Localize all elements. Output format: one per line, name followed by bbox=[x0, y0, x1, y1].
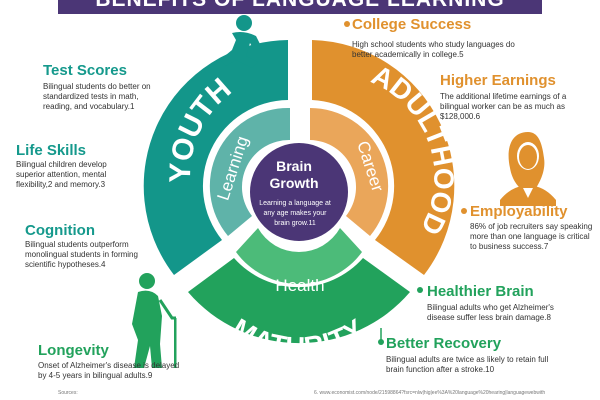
employability-heading: Employability bbox=[470, 203, 568, 220]
employability-dot bbox=[461, 208, 467, 214]
life-skills-heading: Life Skills bbox=[16, 142, 87, 159]
brain-growth-title: Brain Growth bbox=[269, 158, 319, 191]
better-recovery-text: Bilingual adults are twice as likely to … bbox=[386, 355, 549, 374]
higher-earnings-heading: Higher Earnings bbox=[440, 72, 556, 89]
sources-label: Sources: bbox=[58, 390, 78, 396]
youth-outer-segment bbox=[143, 40, 288, 275]
longevity-heading: Longevity bbox=[38, 342, 109, 359]
healthier-brain-text: Bilingual adults who get Alzheimer's dis… bbox=[427, 303, 554, 322]
test-scores-text: Bilingual students do better on standard… bbox=[43, 82, 151, 111]
adulthood-inner-segment bbox=[310, 107, 389, 237]
businesswoman-icon bbox=[500, 132, 556, 206]
healthier-brain-dot bbox=[417, 287, 423, 293]
health-label: Health bbox=[275, 276, 324, 295]
maturity-outer-segment bbox=[188, 258, 410, 344]
healthier-brain-heading: Healthier Brain bbox=[427, 283, 534, 300]
brain-growth-text: Learning a language at any age makes you… bbox=[259, 200, 331, 227]
brain-growth-hub bbox=[248, 141, 350, 243]
college-success-text: High school students who study languages… bbox=[352, 40, 515, 59]
employability-text: 86% of job recruiters say speaking more … bbox=[470, 222, 593, 251]
child-climbing-icon bbox=[220, 15, 262, 68]
college-success-heading: College Success bbox=[352, 16, 472, 33]
test-scores-heading: Test Scores bbox=[43, 62, 127, 79]
banner: BENEFITS OF LANGUAGE LEARNING bbox=[58, 0, 542, 14]
higher-earnings-text: The additional lifetime earnings of a bi… bbox=[440, 92, 567, 121]
life-skills-text: Bilingual children develop superior atte… bbox=[16, 160, 107, 189]
maturity-inner-segment bbox=[236, 228, 362, 285]
better-recovery-heading: Better Recovery bbox=[386, 335, 502, 352]
cognition-heading: Cognition bbox=[25, 222, 95, 239]
longevity-text: Onset of Alzheimer's disease is delayed … bbox=[38, 361, 180, 380]
source-footnote: 6. www.economist.com/node/21598864?fsrc=… bbox=[314, 390, 546, 396]
banner-title: BENEFITS OF LANGUAGE LEARNING bbox=[58, 0, 542, 12]
youth-inner-segment bbox=[209, 107, 290, 236]
adulthood-outer-segment bbox=[312, 40, 455, 275]
college-success-dot bbox=[344, 21, 350, 27]
cognition-text: Bilingual students outperform monolingua… bbox=[25, 240, 138, 269]
elderly-person-with-cane-icon bbox=[132, 273, 177, 368]
